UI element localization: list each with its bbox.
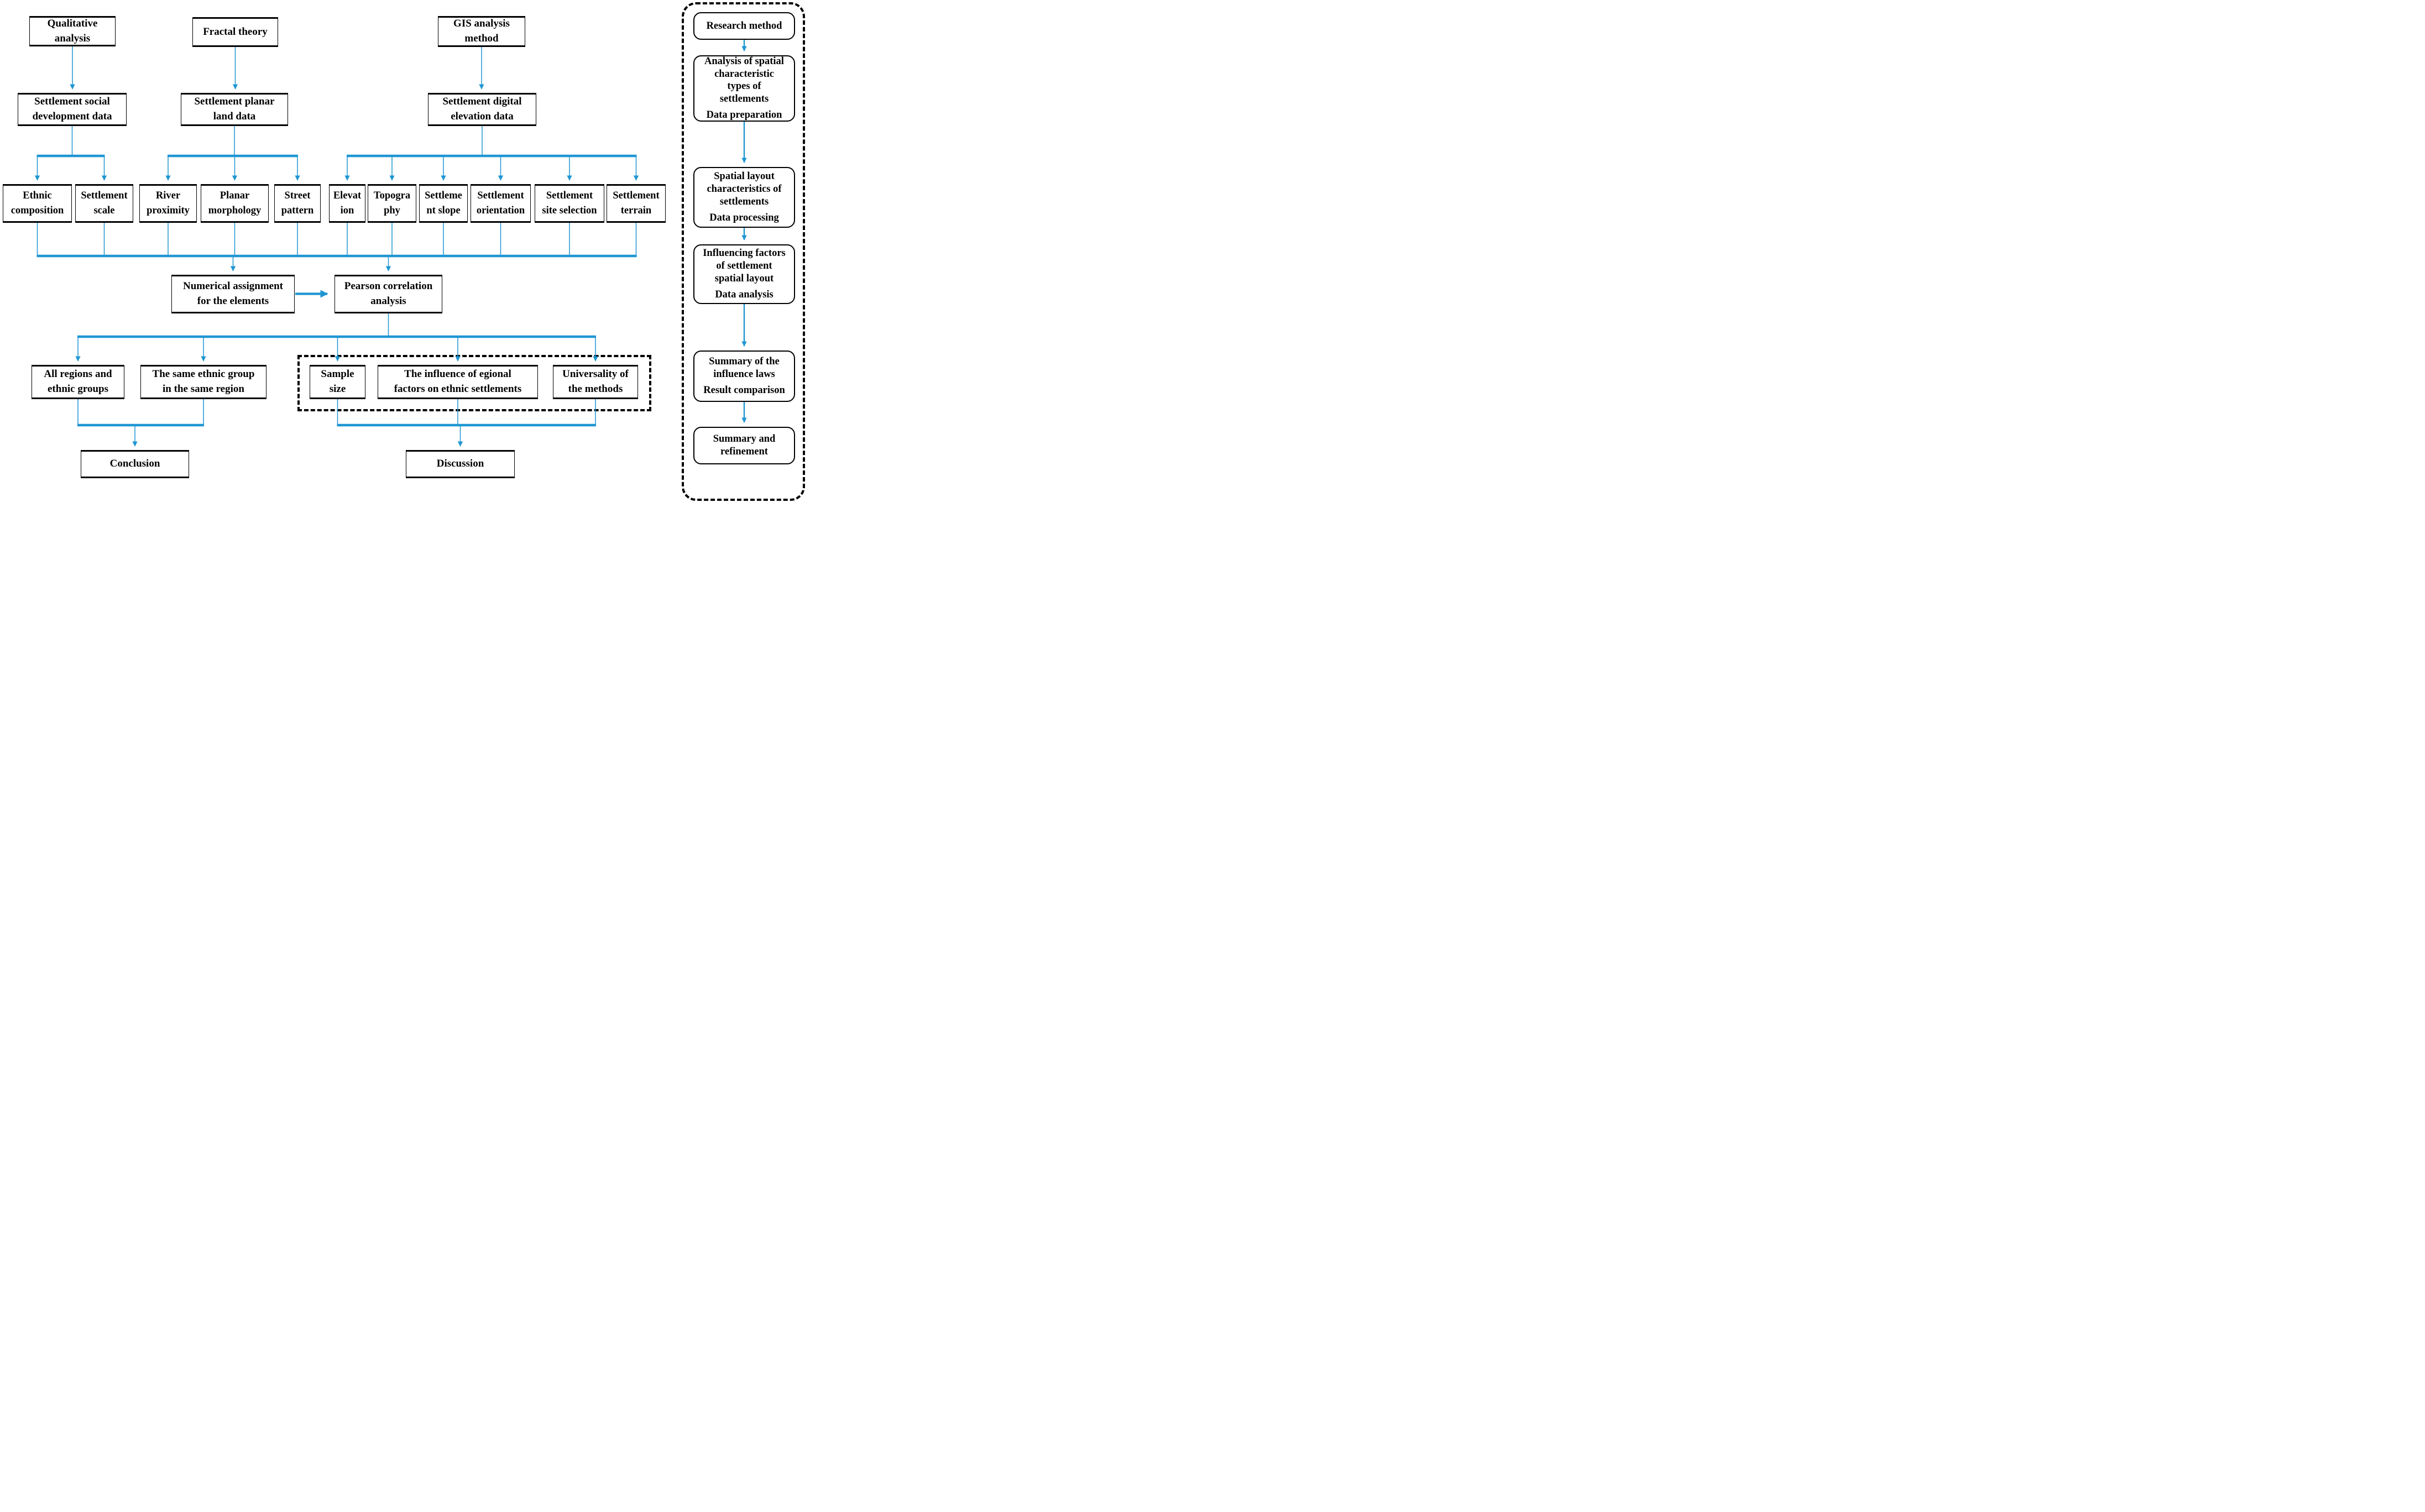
sidebar-step-data-processing: Spatial layout characteristics of settle… (693, 167, 795, 228)
sidebar-step-subtitle: Data processing (709, 212, 779, 224)
sidebar-step-summary-refinement: Summary and refinement (693, 427, 795, 464)
same-ethnic-group-same-region-box: The same ethnic group in the same region (140, 365, 266, 399)
sidebar-step-title: Summary and refinement (713, 433, 776, 457)
sidebar-step-title: Summary of the influence laws (709, 356, 780, 380)
settlement-site-selection-box: Settlement site selection (535, 184, 604, 223)
river-proximity-box: River proximity (139, 184, 197, 223)
topography-box: Topogra phy (368, 184, 416, 223)
settlement-digital-elevation-data-box: Settlement digital elevation data (428, 93, 536, 126)
elevation-box: Elevat ion (329, 184, 365, 223)
settlement-orientation-box: Settlement orientation (471, 184, 531, 223)
pearson-correlation-analysis-box: Pearson correlation analysis (335, 275, 442, 313)
discussion-scope-dashed-box (297, 355, 651, 411)
sidebar-step-subtitle: Result comparison (703, 385, 785, 396)
discussion-box: Discussion (406, 450, 515, 478)
numerical-assignment-box: Numerical assignment for the elements (171, 275, 295, 313)
fractal-theory-box: Fractal theory (192, 17, 278, 47)
street-pattern-box: Street pattern (274, 184, 321, 223)
influence-of-regional-factors-box: The influence of egional factors on ethn… (378, 365, 538, 399)
sidebar-step-subtitle: Data preparation (706, 109, 782, 121)
sidebar-dashed-container (682, 2, 805, 501)
sidebar-step-data-analysis: Influencing factors of settlement spatia… (693, 244, 795, 304)
sidebar-step-data-preparation: Analysis of spatial characteristic types… (693, 55, 795, 122)
sidebar-step-research-method: Research method (693, 12, 795, 40)
settlement-slope-box: Settleme nt slope (419, 184, 468, 223)
all-regions-ethnic-groups-box: All regions and ethnic groups (32, 365, 124, 399)
qualitative-analysis-box: Qualitative analysis (29, 16, 116, 46)
sidebar-step-subtitle: Data analysis (715, 289, 774, 301)
ethnic-composition-box: Ethnic composition (3, 184, 72, 223)
universality-of-methods-box: Universality of the methods (553, 365, 638, 399)
research-flowchart: Qualitative analysis Fractal theory GIS … (0, 0, 808, 504)
planar-morphology-box: Planar morphology (201, 184, 269, 223)
sidebar-step-title: Spatial layout characteristics of settle… (707, 171, 782, 207)
sample-size-box: Sample size (310, 365, 365, 399)
settlement-terrain-box: Settlement terrain (607, 184, 666, 223)
sidebar-step-title: Research method (706, 20, 782, 32)
settlement-scale-box: Settlement scale (75, 184, 133, 223)
sidebar-step-title: Analysis of spatial characteristic types… (704, 56, 784, 104)
settlement-planar-land-data-box: Settlement planar land data (181, 93, 288, 126)
gis-analysis-method-box: GIS analysis method (438, 16, 525, 47)
sidebar-step-result-comparison: Summary of the influence laws Result com… (693, 350, 795, 402)
sidebar-step-title: Influencing factors of settlement spatia… (703, 248, 786, 284)
conclusion-box: Conclusion (81, 450, 189, 478)
settlement-social-development-data-box: Settlement social development data (18, 93, 127, 126)
